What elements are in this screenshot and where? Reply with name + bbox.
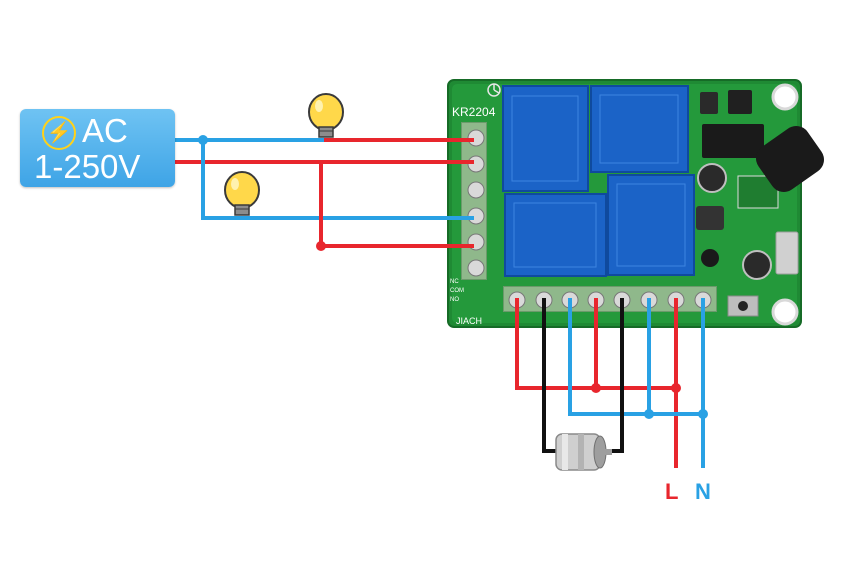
neutral-wire-lamp2 xyxy=(201,138,474,220)
left-terminal-block xyxy=(461,122,487,280)
junction-dot xyxy=(644,409,654,419)
relay-2 xyxy=(590,85,689,173)
junction-dot xyxy=(591,383,601,393)
antenna-coil xyxy=(756,125,824,193)
neutral-label: N xyxy=(695,479,711,504)
neutral-wire-bottom-loop xyxy=(568,298,705,416)
junction-dot xyxy=(698,409,708,419)
terminal-label-nc: NC xyxy=(450,279,459,285)
relay-3 xyxy=(504,193,607,277)
live-label: L xyxy=(665,479,679,504)
ac-power-source: ⚡AC 1-250V xyxy=(20,109,175,187)
relay-4 xyxy=(607,174,695,276)
ac-label: AC xyxy=(82,112,128,149)
terminal-label-com: COM xyxy=(450,288,464,294)
relay-1 xyxy=(502,85,589,192)
inductor xyxy=(696,206,724,230)
board-model: KR2204 xyxy=(452,105,496,119)
capacitor xyxy=(742,250,772,280)
voltage-range-label: 1-250V xyxy=(34,148,141,185)
ic-chip xyxy=(728,90,752,114)
bottom-terminal-block xyxy=(503,286,717,312)
left-wiring xyxy=(173,138,474,248)
junction-dot xyxy=(671,383,681,393)
lamp-1 xyxy=(308,93,344,138)
mount-hole xyxy=(771,298,799,326)
motor xyxy=(555,433,612,471)
terminal-label-no: NO xyxy=(450,297,459,303)
board-maker-mark: JIACH xyxy=(456,316,482,326)
crystal xyxy=(775,231,799,275)
lamp-2 xyxy=(224,171,260,216)
capacitor xyxy=(697,163,727,193)
receiver-chip xyxy=(702,124,764,158)
junction-dot xyxy=(316,241,326,251)
ic-chip xyxy=(700,92,718,114)
relay-board: KR2204 JIACH NC COM NO xyxy=(447,79,824,328)
lightning-bolt-icon: ⚡ xyxy=(42,116,76,150)
junction-dot xyxy=(198,135,208,145)
transistor xyxy=(701,249,719,267)
mount-hole xyxy=(771,83,799,111)
motor-wire-left xyxy=(542,298,558,453)
